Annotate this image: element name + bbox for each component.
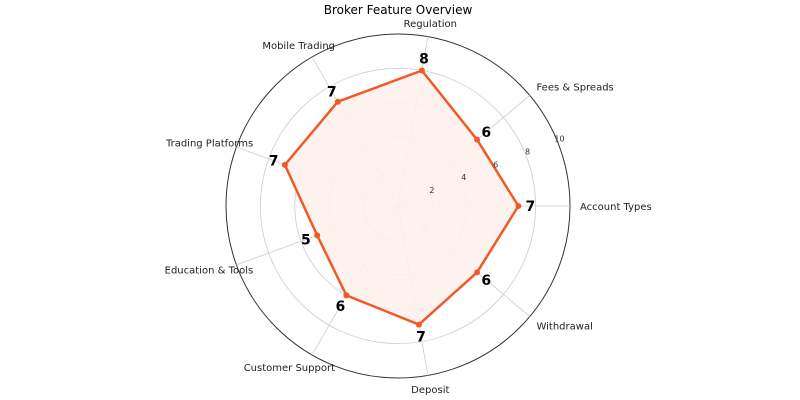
radar-series — [281, 67, 522, 328]
category-label: Trading Platforms — [165, 138, 253, 149]
category-label: Mobile Trading — [262, 41, 335, 52]
value-label: 7 — [526, 199, 536, 215]
category-label: Deposit — [411, 385, 449, 396]
value-label: 7 — [269, 154, 279, 170]
r-tick-label: 10 — [554, 135, 564, 144]
value-label: 6 — [481, 125, 491, 141]
value-label: 8 — [419, 52, 429, 68]
series-area — [283, 69, 520, 326]
data-point — [314, 232, 321, 239]
category-label: Withdrawal — [536, 322, 592, 333]
r-tick-label: 2 — [429, 186, 434, 195]
data-point — [334, 98, 341, 105]
value-label: 6 — [336, 299, 346, 315]
value-label: 6 — [481, 273, 491, 289]
data-point — [474, 269, 481, 276]
data-point — [515, 203, 522, 209]
value-label: 7 — [416, 329, 426, 345]
category-label: Education & Tools — [165, 266, 254, 277]
data-point — [418, 67, 425, 74]
chart-title: Broker Feature Overview — [324, 3, 473, 17]
value-label: 5 — [301, 233, 311, 249]
category-label: Account Types — [580, 202, 652, 213]
r-tick-label: 6 — [493, 160, 498, 169]
category-label: Fees & Spreads — [536, 82, 613, 93]
category-label: Customer Support — [244, 363, 335, 374]
value-label: 7 — [327, 84, 337, 100]
data-point — [474, 136, 481, 143]
r-tick-label: 4 — [461, 173, 466, 182]
category-label: Regulation — [404, 19, 457, 30]
data-point — [415, 321, 422, 328]
data-point — [281, 161, 288, 168]
r-tick-label: 8 — [525, 147, 530, 156]
data-point — [343, 292, 350, 299]
